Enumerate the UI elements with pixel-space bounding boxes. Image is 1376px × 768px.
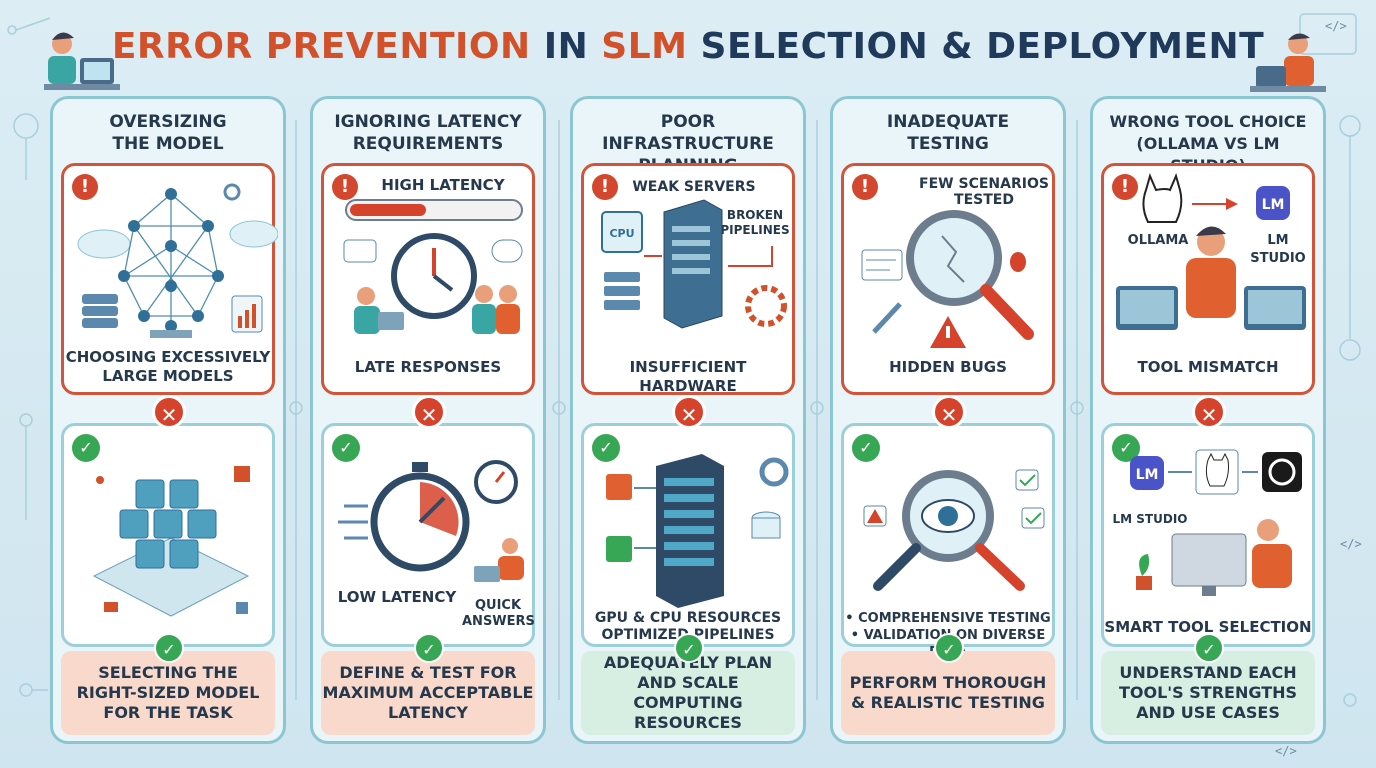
x-icon: ✕	[672, 395, 706, 429]
solution-summary: DEFINE & TEST FOR MAXIMUM ACCEPTABLE LAT…	[321, 651, 535, 735]
llama-icon	[1142, 173, 1183, 223]
fast-stopwatch-illustration	[338, 460, 524, 582]
column-ignoring-latency: IGNORING LATENCY REQUIREMENTS ! HIGH LAT…	[310, 96, 546, 744]
solution-panel: ✓ LOW LATENCY QUICK ANSWERS	[321, 423, 535, 647]
svg-text:</>: </>	[1340, 537, 1362, 551]
page-title: ERROR PREVENTION IN SLM SELECTION & DEPL…	[0, 26, 1376, 67]
solution-panel: ✓ LM LM STUDIO SMART TOOL SELECTION	[1101, 423, 1315, 647]
check-icon-bottom: ✓	[674, 633, 704, 663]
eye-magnifier-illustration	[863, 469, 1045, 591]
column-title: OVERSIZING THE MODEL	[109, 112, 227, 154]
slow-clock-illustration	[343, 199, 523, 334]
ollama-label: OLLAMA	[1127, 233, 1189, 248]
few-scenarios-label: FEW SCENARIOS TESTED	[919, 176, 1049, 208]
column-oversizing-model: OVERSIZING THE MODEL !	[50, 96, 286, 744]
solution-summary: PERFORM THOROUGH & REALISTIC TESTING	[841, 651, 1055, 735]
solution-panel: ✓ GPU & CPU RESOURCES OPTIMIZED PIPELINE…	[581, 423, 795, 647]
x-icon: ✕	[932, 395, 966, 429]
weak-servers-label: WEAK SERVERS	[632, 179, 756, 195]
solution-summary: UNDERSTAND EACH TOOL'S STRENGTHS AND USE…	[1101, 651, 1315, 735]
warning-icon: !	[592, 174, 618, 200]
x-icon: ✕	[152, 395, 186, 429]
check-icon-bottom: ✓	[414, 633, 444, 663]
smart-tool-selection-illustration: LM	[1130, 449, 1302, 596]
check-icon-bottom: ✓	[934, 633, 964, 663]
mistake-caption: INSUFFICIENT HARDWARE	[629, 358, 747, 395]
solution-summary: SELECTING THE RIGHT-SIZED MODEL FOR THE …	[61, 651, 275, 735]
mistake-panel: !	[61, 163, 278, 395]
column-title: IGNORING LATENCY REQUIREMENTS	[334, 112, 522, 154]
mistake-caption: LATE RESPONSES	[354, 358, 502, 376]
cpu-chip-label: CPU	[609, 227, 634, 240]
mistake-caption: CHOOSING EXCESSIVELY LARGE MODELS	[65, 348, 271, 385]
lm-logo-text: LM	[1262, 197, 1285, 213]
lm-logo-text: LM	[1136, 467, 1159, 483]
lm-studio-logo	[1256, 186, 1290, 220]
large-network-illustration	[77, 183, 278, 338]
low-latency-label: LOW LATENCY	[337, 588, 457, 606]
column-poor-infrastructure: POOR INFRASTRUCTURE PLANNING ! WEAK SERV…	[570, 96, 806, 744]
warning-icon: !	[72, 174, 98, 200]
solution-panel: ✓	[61, 423, 275, 647]
x-icon: ✕	[412, 395, 446, 429]
solution-summary: ADEQUATELY PLAN AND SCALE COMPUTING RESO…	[581, 651, 795, 735]
warning-icon: !	[852, 174, 878, 200]
mistake-panel: ! HIGH LATENCY LATE RESPONSES	[321, 163, 535, 395]
x-icon: ✕	[1192, 395, 1226, 429]
solution-caption: SMART TOOL SELECTION	[1104, 618, 1312, 636]
title-part-in: IN	[543, 26, 589, 67]
check-icon: ✓	[332, 434, 360, 462]
high-latency-label: HIGH LATENCY	[381, 176, 505, 194]
check-icon: ✓	[592, 434, 620, 462]
column-wrong-tool-choice: WRONG TOOL CHOICE (OLLAMA VS LM STUDIO) …	[1090, 96, 1326, 744]
check-icon: ✓	[852, 434, 880, 462]
quick-answers-label: QUICK ANSWERS	[462, 598, 535, 629]
title-part-selection-deployment: SELECTION & DEPLOYMENT	[700, 26, 1265, 67]
lm-studio-label: LM STUDIO	[1250, 233, 1306, 266]
warning-icon: !	[332, 174, 358, 200]
mistake-panel: ! LM OLLAMA LM STUDIO TOOL MISMATCH	[1101, 163, 1315, 395]
weak-server-illustration: CPU	[601, 199, 787, 329]
column-title: WRONG TOOL CHOICE (OLLAMA VS LM STUDIO)	[1109, 112, 1307, 175]
svg-text:</>: </>	[1275, 744, 1297, 758]
check-icon-bottom: ✓	[1194, 633, 1224, 663]
column-title: POOR INFRASTRUCTURE PLANNING	[602, 112, 774, 176]
title-part-slm: SLM	[601, 26, 688, 67]
mistake-panel: ! WEAK SERVERS BROKEN PIPELINES CPU INSU…	[581, 163, 795, 395]
title-part-error-prevention: ERROR PREVENTION	[111, 26, 531, 67]
mistake-caption: TOOL MISMATCH	[1137, 358, 1279, 376]
mistake-caption: HIDDEN BUGS	[889, 358, 1007, 376]
warning-icon: !	[1112, 174, 1138, 200]
latency-bar-fill	[350, 204, 426, 216]
check-icon-bottom: ✓	[154, 633, 184, 663]
solution-panel: ✓ • COMPREHENSIVE TESTING • VALIDATION O…	[841, 423, 1055, 660]
right-sized-cubes-illustration	[92, 466, 250, 617]
gpu-cpu-server-illustration	[606, 454, 789, 608]
lm-studio-good-label: LM STUDIO	[1112, 512, 1188, 526]
column-inadequate-testing: INADEQUATE TESTING ! FEW SCENARIOS TESTE…	[830, 96, 1066, 744]
broken-pipelines-label: BROKEN PIPELINES	[720, 208, 790, 237]
tool-mismatch-illustration: LM	[1116, 173, 1306, 330]
cracked-magnifier-illustration	[861, 210, 1034, 348]
check-icon: ✓	[72, 434, 100, 462]
column-title: INADEQUATE TESTING	[886, 112, 1010, 154]
mistake-panel: ! FEW SCENARIOS TESTED HIDDEN BUGS	[841, 163, 1055, 395]
